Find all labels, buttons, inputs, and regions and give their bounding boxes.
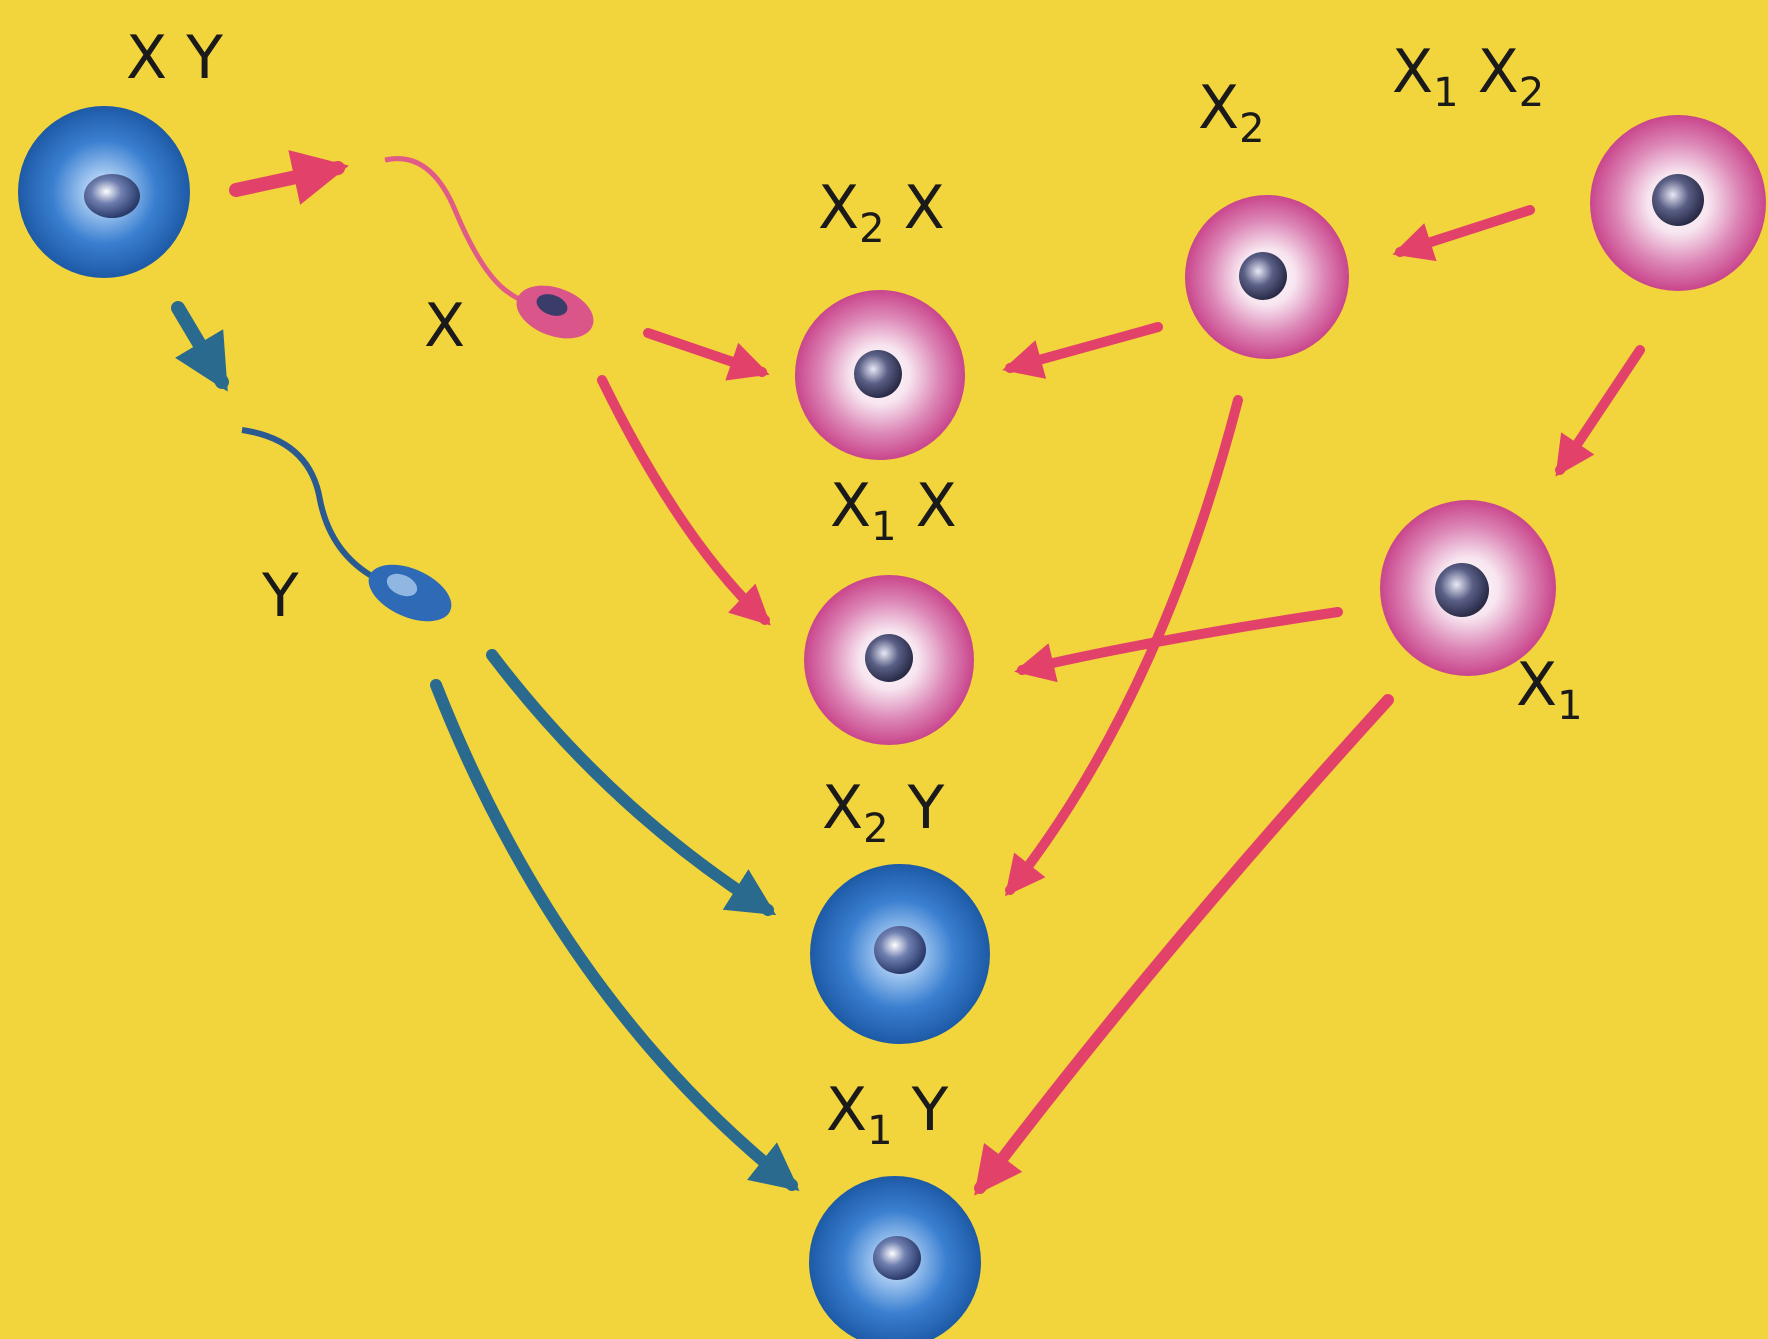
mother-label: X1 X2 xyxy=(1392,37,1544,116)
arrow-sperm-y-to-x2y xyxy=(492,655,768,910)
arrow-sperm-y-to-x1y xyxy=(436,685,792,1185)
arrow-father-to-sperm-y xyxy=(178,308,222,382)
egg-x1-label: X1 xyxy=(1516,650,1583,729)
arrow-egg-x1-to-x1y xyxy=(980,700,1388,1188)
child-x1x-label: X1 X xyxy=(830,471,957,550)
mother-cell xyxy=(1590,115,1766,291)
sperm-y-label: Y xyxy=(261,561,299,631)
arrow-sperm-x-to-x1x xyxy=(602,380,765,620)
child-x1y-cell xyxy=(809,1176,981,1339)
child-x2y-cell xyxy=(810,864,990,1044)
child-x1y-label: X1 Y xyxy=(826,1075,949,1154)
father-cell xyxy=(18,106,190,278)
arrow-egg-x2-to-x2x xyxy=(1010,327,1158,368)
sperm-x-label: X xyxy=(424,291,465,361)
father-label: X Y xyxy=(126,23,223,93)
arrow-mother-to-egg-x2 xyxy=(1400,210,1530,252)
child-x1x-cell xyxy=(804,575,974,745)
child-x2y-label: X2 Y xyxy=(822,773,945,852)
arrow-mother-to-egg-x1 xyxy=(1560,350,1640,470)
egg-x2 xyxy=(1185,195,1349,359)
sperm-x xyxy=(385,159,601,349)
arrow-sperm-x-to-x2x xyxy=(648,333,762,372)
child-x2x-cell xyxy=(795,290,965,460)
child-x2x-label: X2 X xyxy=(818,173,945,252)
arrow-egg-x1-to-x1x xyxy=(1022,612,1338,670)
egg-x2-label: X2 xyxy=(1198,73,1265,152)
arrow-father-to-sperm-x xyxy=(236,168,338,190)
